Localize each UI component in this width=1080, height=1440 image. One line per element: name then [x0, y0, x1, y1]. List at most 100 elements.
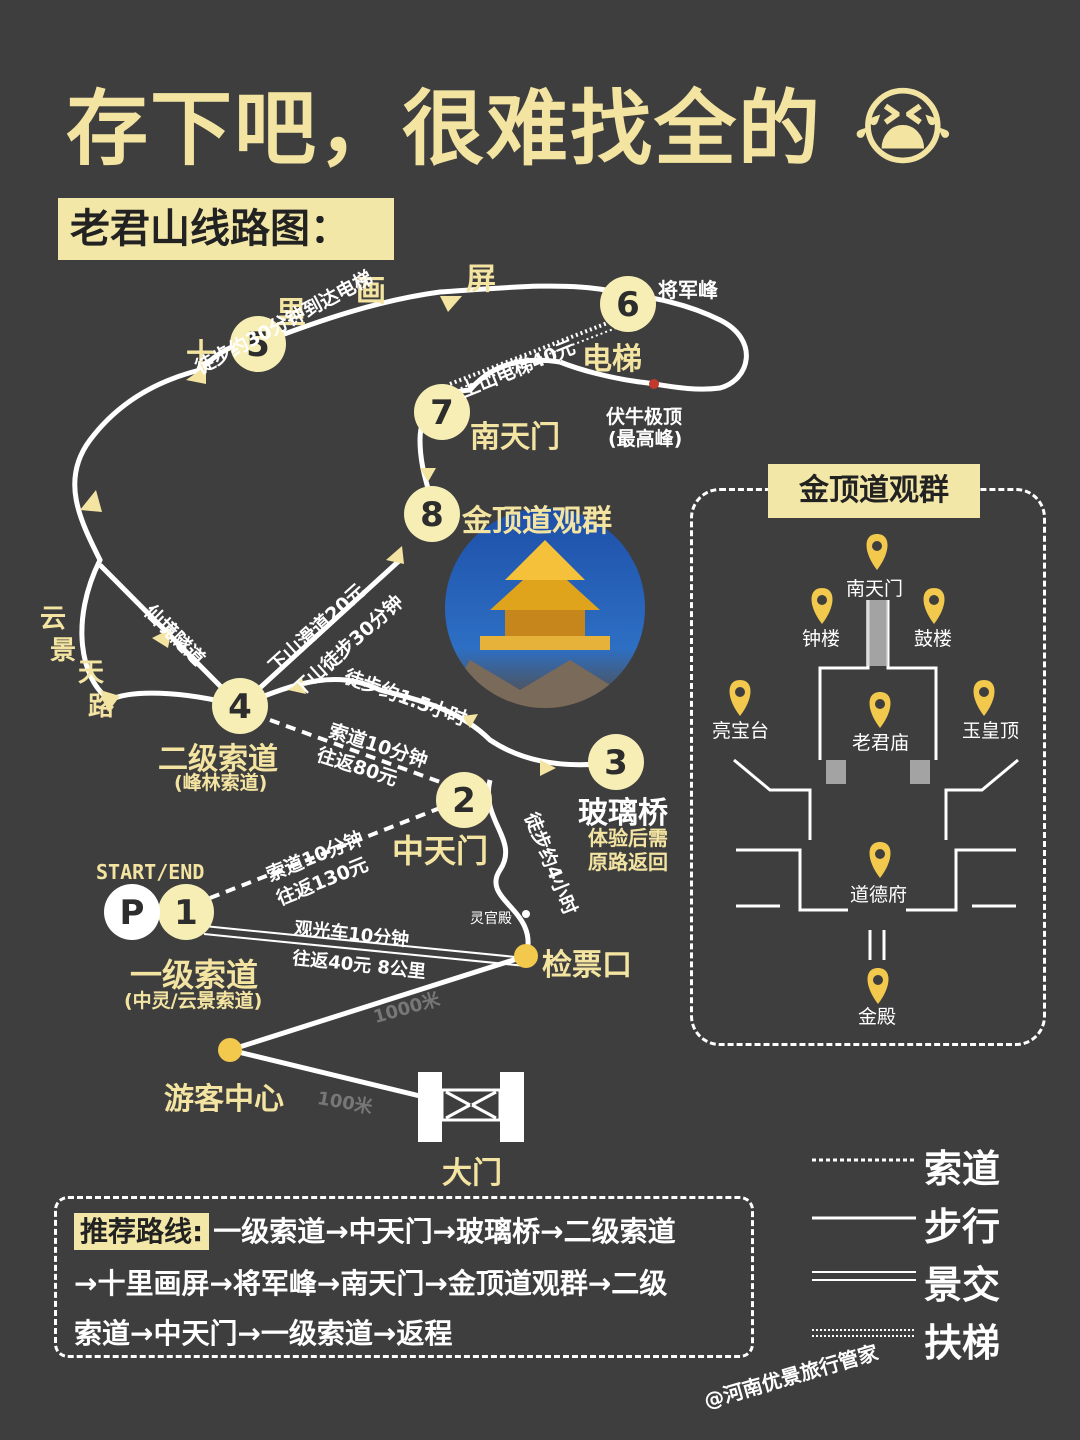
node-number: 6	[616, 285, 640, 325]
node2-name: 中天门	[392, 832, 489, 870]
headline-text: 存下吧，很难找全的	[66, 82, 823, 177]
lingguandian-dot	[522, 910, 530, 918]
complex-wall	[906, 848, 1016, 912]
arrow-icon	[540, 760, 556, 776]
arrow-icon	[288, 678, 306, 694]
complex-diagram	[733, 600, 1019, 960]
node8-name: 金顶道观群	[462, 504, 612, 539]
complex-place-laojunmiao: 老君庙	[852, 732, 910, 754]
map-node-3[interactable]: 3	[588, 734, 644, 790]
recommend-text-3: 索道→中天门→一级索道→返程	[74, 1317, 453, 1350]
complex-place-gulou: 鼓楼	[914, 628, 953, 650]
location-pin-icon	[811, 588, 833, 624]
node3-name: 玻璃桥	[578, 796, 668, 831]
complex-title: 金顶道观群	[768, 464, 980, 518]
visitor-center-dot	[218, 1038, 242, 1062]
recommend-title: 推荐路线:	[74, 1213, 210, 1250]
complex-place-liangbaotai: 亮宝台	[712, 720, 770, 742]
arrow-icon	[462, 714, 478, 728]
yunjing-char-1: 云	[40, 604, 67, 634]
map-node-4[interactable]: 4	[212, 678, 268, 734]
location-pin-hole	[817, 595, 827, 605]
map-node-8[interactable]: 8	[404, 486, 460, 542]
location-pin-hole	[875, 699, 885, 709]
cable-route-1-to-2	[209, 806, 441, 900]
legend-walk: 步行	[924, 1205, 1001, 1249]
map-node-6[interactable]: 6	[600, 276, 656, 332]
gate-icon	[418, 1072, 524, 1142]
complex-place-yuhuangding: 玉皇顶	[962, 720, 1020, 742]
arrow-icon	[420, 468, 436, 482]
node4-name: 二级索道	[158, 742, 278, 777]
node-number: 4	[228, 687, 252, 727]
location-pin-icon	[729, 680, 751, 716]
peak-sub-label: (最高峰)	[608, 428, 683, 450]
walk-route-outer-loop	[72, 283, 749, 709]
elevator-route-inner	[455, 327, 617, 391]
node3-sub1: 体验后需	[588, 826, 668, 850]
headline: 存下吧，很难找全的 😭	[66, 62, 955, 181]
complex-place-jindian: 金殿	[858, 1006, 897, 1028]
bus-route-outer	[203, 925, 527, 959]
legend-escalator: 扶梯	[924, 1321, 1001, 1365]
map-node-5[interactable]: 5	[230, 316, 286, 372]
node-number: 5	[246, 325, 270, 365]
gate-label: 大门	[442, 1156, 502, 1191]
location-pin-icon	[973, 680, 995, 716]
map-node-1[interactable]: 1	[158, 884, 214, 940]
start-end-label: START/END	[96, 860, 205, 884]
location-pin-icon	[869, 842, 891, 878]
node-number: 7	[430, 393, 454, 433]
location-pin-hole	[929, 595, 939, 605]
shili-char-3: 画	[356, 274, 386, 309]
map-node-7[interactable]: 7	[414, 384, 470, 440]
node-number: 2	[452, 781, 476, 821]
checkpoint-dot	[514, 944, 538, 968]
node4-sub: (峰林索道)	[174, 772, 268, 794]
complex-place-nantianmen: 南天门	[846, 578, 904, 600]
yunjing-char-3: 天	[78, 658, 105, 688]
location-pin-icon	[869, 692, 891, 728]
arrow-icon	[386, 546, 404, 564]
walk-route-visitor-to-gate	[229, 1047, 421, 1099]
complex-wall	[736, 848, 848, 912]
legend-cableway: 索道	[924, 1147, 1001, 1191]
map-title: 老君山线路图：	[58, 198, 394, 260]
shili-char-2: 里	[276, 296, 306, 331]
complex-wall	[733, 758, 812, 840]
location-pin-icon	[867, 968, 889, 1004]
complex-box	[690, 488, 1046, 1046]
recommend-box	[54, 1196, 754, 1358]
location-pin-icon	[923, 588, 945, 624]
walk-route-checkpoint-to-visitor	[229, 953, 527, 1053]
cable-route-4-to-2	[269, 718, 441, 784]
location-pin-hole	[979, 687, 989, 697]
legend-bus: 景交	[924, 1263, 1001, 1307]
complex-wall	[944, 758, 1019, 840]
arrow-icon	[100, 690, 120, 712]
parking-marker: P	[104, 884, 160, 940]
crying-face-icon: 😭	[852, 78, 956, 178]
node3-sub2: 原路返回	[588, 850, 668, 874]
arrow-icon	[186, 366, 206, 384]
bus-route-inner	[203, 933, 527, 967]
direction-arrows	[80, 296, 556, 776]
complex-place-daodefu: 道德府	[850, 884, 908, 906]
parking-icon: P	[120, 893, 145, 933]
location-pin-hole	[873, 975, 883, 985]
shili-char-1: 十	[186, 338, 216, 373]
recommend-text-1: 一级索道→中天门→玻璃桥→二级索道	[213, 1215, 676, 1248]
visitor-center-label: 游客中心	[164, 1082, 284, 1117]
yunjing-char-2: 景	[50, 636, 77, 666]
node6-name: 将军峰	[658, 278, 718, 302]
elevator-route	[449, 320, 611, 386]
map-node-2[interactable]: 2	[436, 772, 492, 828]
peak-marker	[649, 379, 659, 389]
node1-sub: (中灵/云景索道)	[124, 990, 263, 1012]
node-number: 1	[174, 893, 198, 933]
location-pin-hole	[872, 541, 882, 551]
walk-route-2-to-checkpoint	[485, 779, 531, 957]
pins-group	[729, 534, 995, 1004]
node1-name: 一级索道	[130, 956, 259, 994]
